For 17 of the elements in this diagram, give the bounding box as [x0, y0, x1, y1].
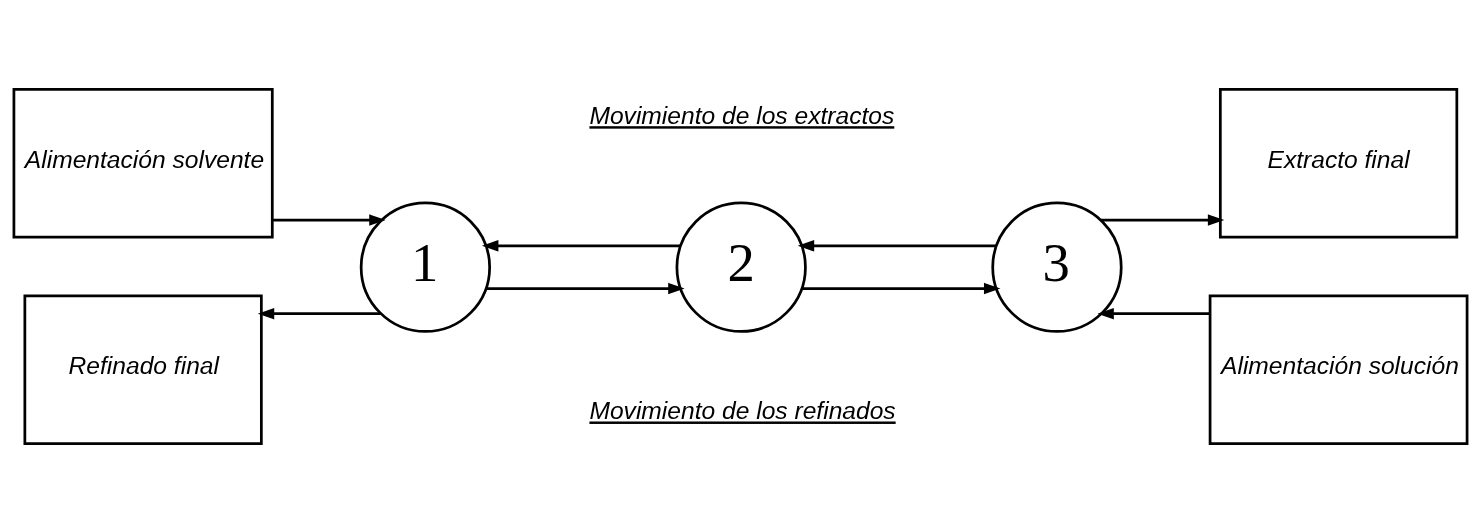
node-box: Alimentación solvente [12, 87, 274, 238]
arrow [481, 239, 681, 251]
node-box: Refinado final [23, 294, 263, 445]
label: Movimiento de los refinados [589, 396, 896, 424]
node-circle: 2 [675, 201, 807, 333]
arrow [797, 239, 997, 251]
arrow [802, 282, 1001, 294]
node-circle: 1 [359, 201, 491, 333]
arrow [257, 307, 381, 319]
arrow [1097, 307, 1210, 319]
node-box: Alimentación solución [1208, 294, 1469, 445]
arrow [1101, 213, 1225, 226]
arrow [486, 282, 685, 294]
node-circle: 3 [991, 201, 1123, 333]
label: Movimiento de los extractos [589, 101, 895, 129]
node-box: Extracto final [1218, 87, 1459, 238]
arrow [272, 213, 386, 226]
